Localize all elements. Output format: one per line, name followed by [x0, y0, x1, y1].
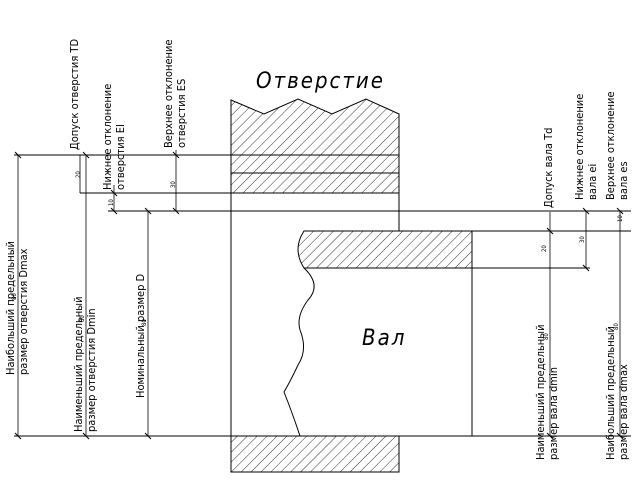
hole-min-line1: Наименьший предельный: [72, 296, 85, 432]
shaft-tolerance-zone: [297, 230, 473, 269]
dimension-ticks: [14, 151, 624, 440]
hole-lower-block: [230, 435, 400, 473]
shaft-body: [283, 267, 473, 437]
dim-hole-td: 20: [75, 171, 82, 178]
hole-upper-dev-line2: отверстия ES: [175, 79, 188, 148]
shaft-lower-dev-line2: вала ei: [586, 164, 599, 200]
shaft-upper-dev-line2: вала es: [617, 161, 630, 200]
dim-shaft-td: 20: [541, 245, 548, 252]
shaft-lower-dev-line1: Нижнее отклонение: [573, 94, 586, 200]
dim-d-min: 80: [79, 315, 86, 322]
shaft-min-line1: Наименьший предельный: [534, 324, 547, 460]
shaft-upper-dev-line1: Верхнее отклонение: [604, 91, 617, 200]
hole-max-line2: размер отверстия Dmax: [17, 248, 30, 375]
dim-d-nom: 80: [141, 319, 148, 326]
extension-lines: [14, 154, 631, 437]
leader-lines: [79, 150, 551, 231]
hole-upper-block: [230, 98, 400, 156]
dim-shaft-ei: 30: [579, 236, 586, 243]
dim-shaft-max: 80: [613, 323, 620, 330]
dim-d-max: 80: [11, 293, 18, 300]
dim-hole-ei: 10: [108, 199, 115, 206]
hole-nominal-label: Номинальный размер D: [134, 273, 147, 398]
shaft-min-line2: размер вала dmin: [547, 367, 560, 460]
hole-tolerance-zone: [230, 154, 400, 194]
hole-min-line2: размер отверстия Dmin: [85, 308, 98, 432]
shaft-max-line1: Наибольший предельный: [604, 326, 617, 460]
hole-lower-dev-line1: Нижнее отклонение: [101, 84, 114, 190]
shaft-max-line2: размер вала dmax: [617, 364, 630, 460]
dim-hole-es: 30: [170, 181, 177, 188]
hole-title: Отверстие: [256, 69, 385, 94]
shaft-tolerance-label: Допуск вала Td: [542, 128, 555, 208]
dim-shaft-min: 80: [543, 333, 550, 340]
dim-shaft-es: 10: [617, 215, 624, 222]
hole-tolerance-label: Допуск отверстия TD: [68, 39, 81, 150]
hole-lower-dev-line2: отверстия EI: [114, 124, 127, 190]
hole-upper-dev-line1: Верхнее отклонение: [162, 39, 175, 148]
hole-max-line1: Наибольший предельный: [4, 241, 17, 375]
dimension-lines: [17, 155, 621, 436]
shaft-title: Вал: [362, 326, 406, 351]
